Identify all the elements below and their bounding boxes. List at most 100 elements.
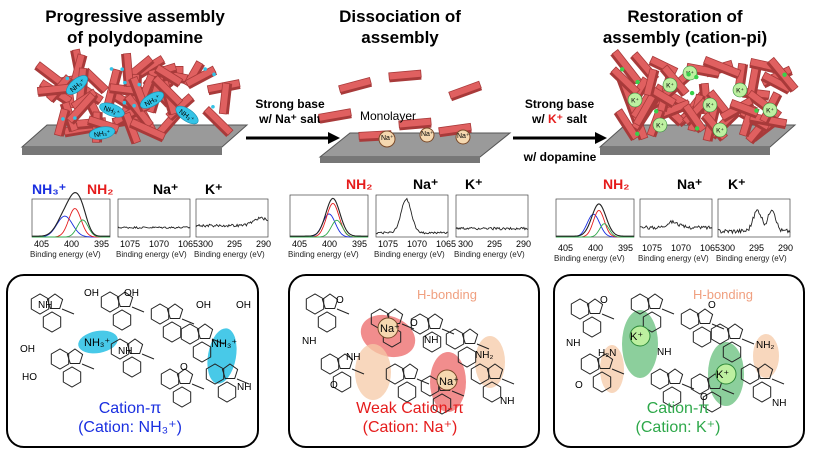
- cation-dot: [132, 103, 136, 108]
- substrate-edge: [320, 157, 480, 163]
- cation-dot: [73, 116, 77, 120]
- tick-label: 1065: [178, 239, 199, 249]
- atom-label: NH: [237, 382, 252, 393]
- caption-main: Cation-π: [98, 400, 162, 417]
- na-ion-label: Na⁺: [381, 135, 394, 142]
- nh3-ellipse: NH₃⁺: [88, 126, 116, 140]
- na-ion: [377, 317, 399, 339]
- column-title-line2: assembly: [361, 28, 439, 47]
- k-ion: K⁺: [712, 122, 728, 138]
- tick-label: 300: [720, 243, 736, 253]
- arrow-label-line2: w/ K⁺ salt: [512, 112, 607, 127]
- ring: [580, 353, 600, 375]
- ring: [46, 293, 64, 309]
- k-ion: K⁺: [762, 102, 778, 118]
- tick-label: 395: [94, 239, 110, 249]
- tick-label: 290: [516, 239, 532, 249]
- ring: [722, 341, 742, 363]
- ring: [486, 363, 504, 379]
- na-ion: [455, 129, 471, 145]
- ring: [726, 323, 744, 339]
- ring: [172, 386, 192, 408]
- ring: [122, 356, 142, 378]
- hbond-label-k: H-bonding: [693, 287, 753, 302]
- axis-label: Binding energy (eV): [638, 254, 709, 263]
- arrow-label-k: Strong base w/ K⁺ salt: [512, 97, 607, 127]
- ring: [162, 321, 182, 343]
- atom-label: OH: [84, 288, 99, 299]
- spectrum-label-nh2: NH₂: [87, 181, 114, 197]
- column-title-line2: of polydopamine: [67, 28, 203, 47]
- atom-label: NH: [346, 352, 361, 363]
- atom-label: NH: [118, 346, 133, 357]
- ring: [336, 353, 354, 369]
- tick-label: 1065: [436, 239, 457, 249]
- cation-dot: [120, 67, 125, 72]
- flake: [153, 64, 184, 88]
- svg-text:K⁺: K⁺: [631, 98, 639, 105]
- cation-dot: [123, 80, 127, 85]
- ring: [321, 293, 339, 309]
- spectrum-label-na: Na⁺: [677, 176, 703, 192]
- spectrum-label-nh2: NH₂: [603, 176, 630, 192]
- ring: [666, 368, 684, 384]
- arrow-prefix: w/: [259, 112, 276, 126]
- ring: [217, 381, 237, 403]
- atom-label: OH: [236, 300, 251, 311]
- cation-dot: [203, 67, 207, 71]
- ring: [332, 371, 352, 393]
- cation-dot: [653, 109, 659, 114]
- ring: [305, 293, 325, 315]
- tick-label: 1070: [407, 239, 428, 249]
- svg-text:K⁺: K⁺: [736, 88, 744, 95]
- tick-label: 405: [292, 239, 308, 249]
- spectrum-trace: [32, 219, 110, 238]
- atom-label: HO: [22, 372, 37, 383]
- cation-dot: [689, 90, 695, 96]
- atom-label: OH: [196, 300, 211, 311]
- spectrum-frame: [717, 198, 791, 238]
- ring: [756, 363, 774, 379]
- ring: [180, 323, 200, 345]
- spectrum-frame: [639, 198, 713, 238]
- spectrum-trace: [556, 223, 634, 238]
- tick-label: 295: [227, 239, 243, 249]
- tick-label: 295: [749, 243, 765, 253]
- stage-restoration-illustration: K⁺K⁺K⁺K⁺K⁺K⁺K⁺K⁺: [598, 48, 799, 155]
- atom-label: O: [410, 318, 418, 329]
- spectrum-label-na: Na⁺: [413, 176, 439, 192]
- flake: [681, 103, 707, 134]
- arrow-label-na: Strong base w/ Na⁺ salt: [245, 97, 335, 127]
- ring: [662, 386, 682, 408]
- ring: [50, 348, 70, 370]
- ring: [112, 309, 132, 331]
- atom-label: O: [575, 380, 583, 391]
- interaction-region: [753, 334, 779, 378]
- caption-sub: (Cation: K⁺): [635, 419, 721, 436]
- atom-label: NH: [38, 300, 53, 311]
- flake: [643, 68, 660, 97]
- cation-dot: [212, 72, 216, 77]
- arrow-cation: K⁺: [548, 112, 563, 126]
- flake: [66, 91, 98, 125]
- ring: [62, 366, 82, 388]
- k-ion-label: K⁺: [716, 369, 730, 381]
- ring: [160, 368, 180, 390]
- atom-label: NH: [500, 396, 515, 407]
- flake: [218, 82, 233, 115]
- spectrum-frame: [117, 198, 191, 238]
- svg-text:K⁺: K⁺: [666, 83, 674, 90]
- na-ion-label: Na⁺: [421, 131, 434, 138]
- atom-label: OH: [124, 288, 139, 299]
- ring: [401, 363, 419, 379]
- tick-label: 1075: [378, 239, 399, 249]
- axis-label: Binding energy (eV): [194, 250, 265, 259]
- structure-nh3: [30, 291, 250, 408]
- spectrum-trace: [32, 192, 110, 237]
- ring: [592, 371, 612, 393]
- cation-dot: [686, 72, 691, 77]
- ring: [397, 381, 417, 403]
- caption-weak-cation-pi: Weak Cation-π (Cation: Na⁺): [320, 399, 500, 437]
- caption-sub: (Cation: NH₃⁺): [78, 419, 182, 436]
- k-ion: K⁺: [662, 77, 678, 93]
